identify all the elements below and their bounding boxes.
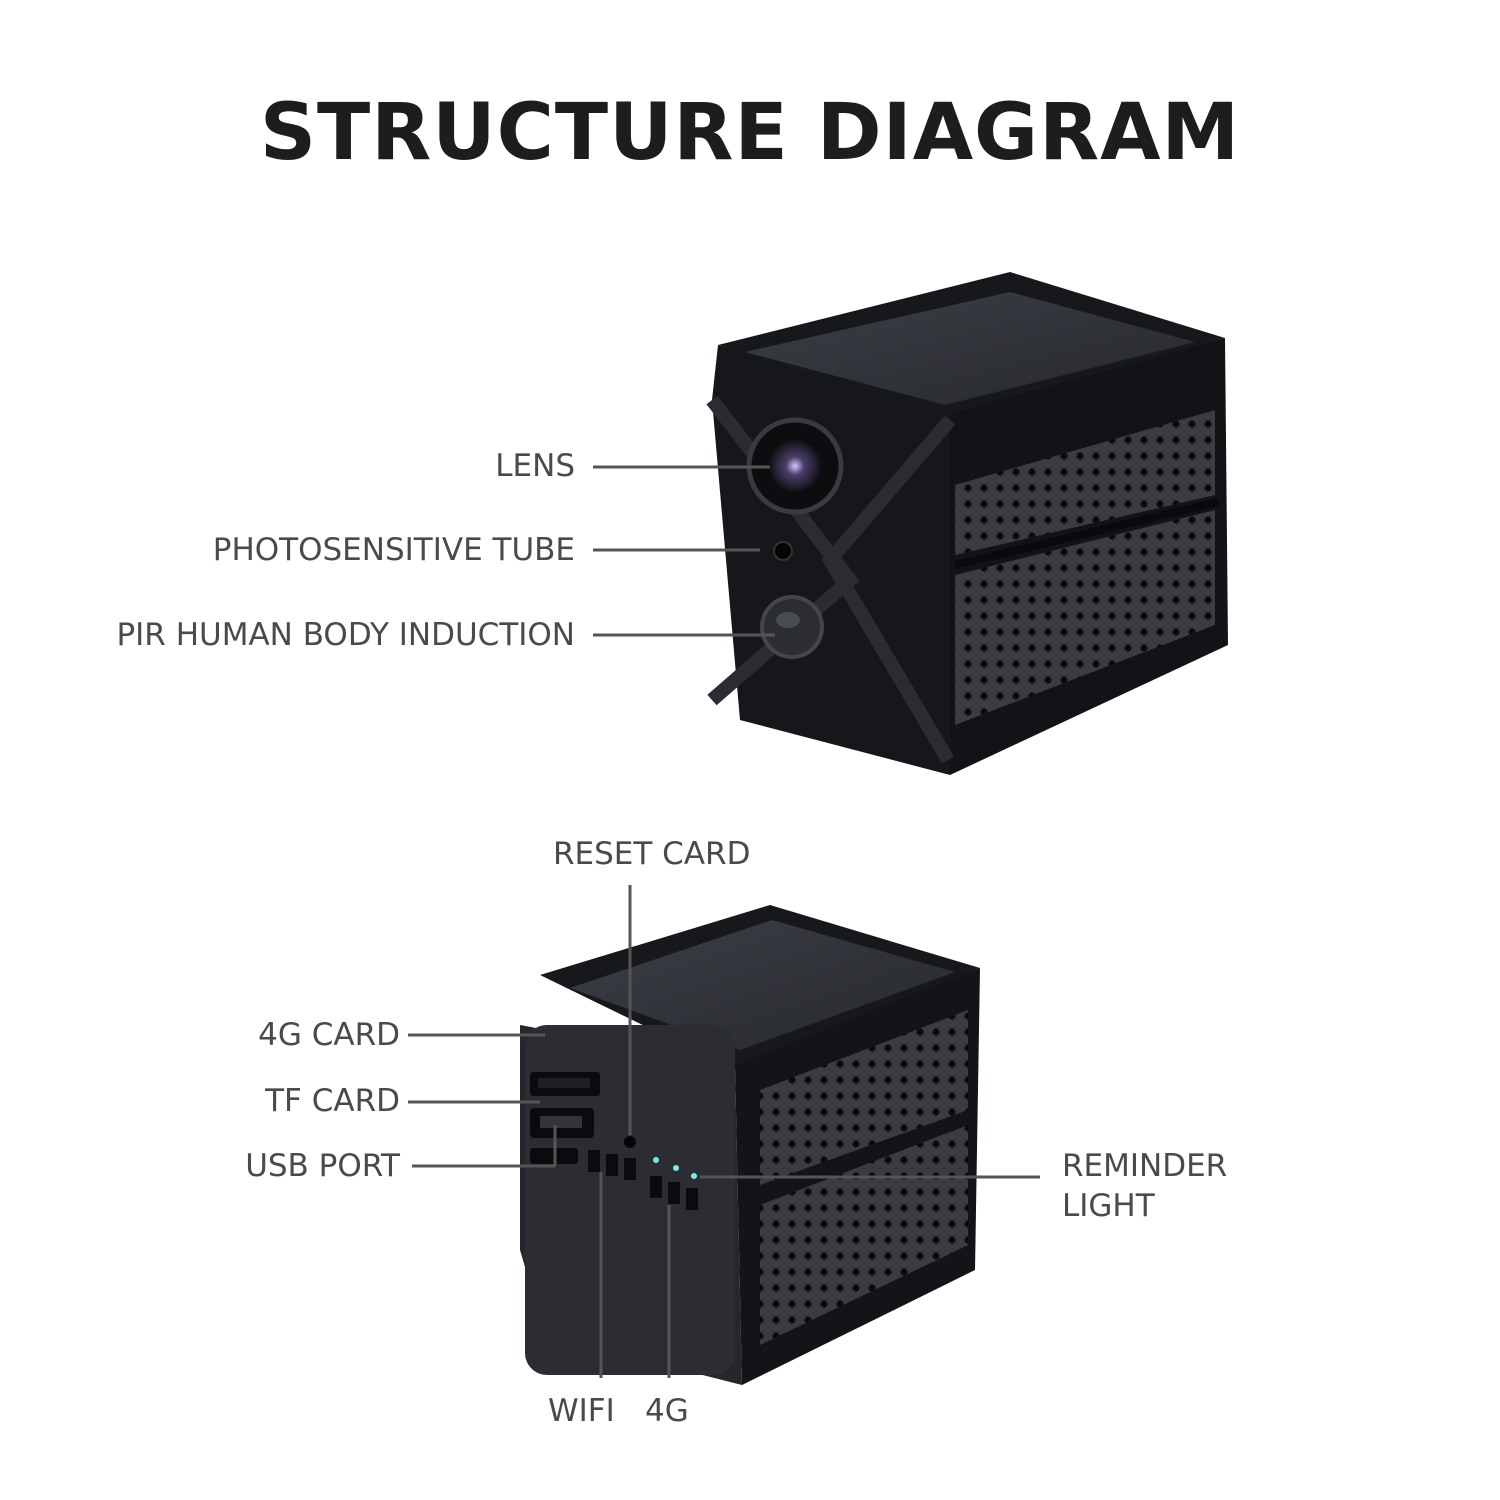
callout-4g: 4G	[645, 1393, 689, 1429]
front-camera	[706, 272, 1228, 775]
callout-tf-card: TF CARD	[265, 1083, 400, 1119]
callout-photosensitive-tube: PHOTOSENSITIVE TUBE	[212, 532, 575, 568]
leader-lines	[408, 465, 1040, 1378]
callout-wifi: WIFI	[548, 1393, 615, 1429]
callout-pir-human-body-induction: PIR HUMAN BODY INDUCTION	[116, 617, 575, 653]
callout-reset-card: RESET CARD	[553, 836, 751, 872]
callout-reminder-light-line2: LIGHT	[1062, 1188, 1155, 1224]
callout-reminder-light-line1: REMINDER	[1062, 1148, 1228, 1184]
page-title: STRUCTURE DIAGRAM	[259, 88, 1241, 178]
callout-4g-card: 4G CARD	[258, 1017, 400, 1053]
callout-lens: LENS	[495, 448, 575, 484]
back-camera	[520, 905, 980, 1385]
callout-usb-port: USB PORT	[245, 1148, 400, 1184]
